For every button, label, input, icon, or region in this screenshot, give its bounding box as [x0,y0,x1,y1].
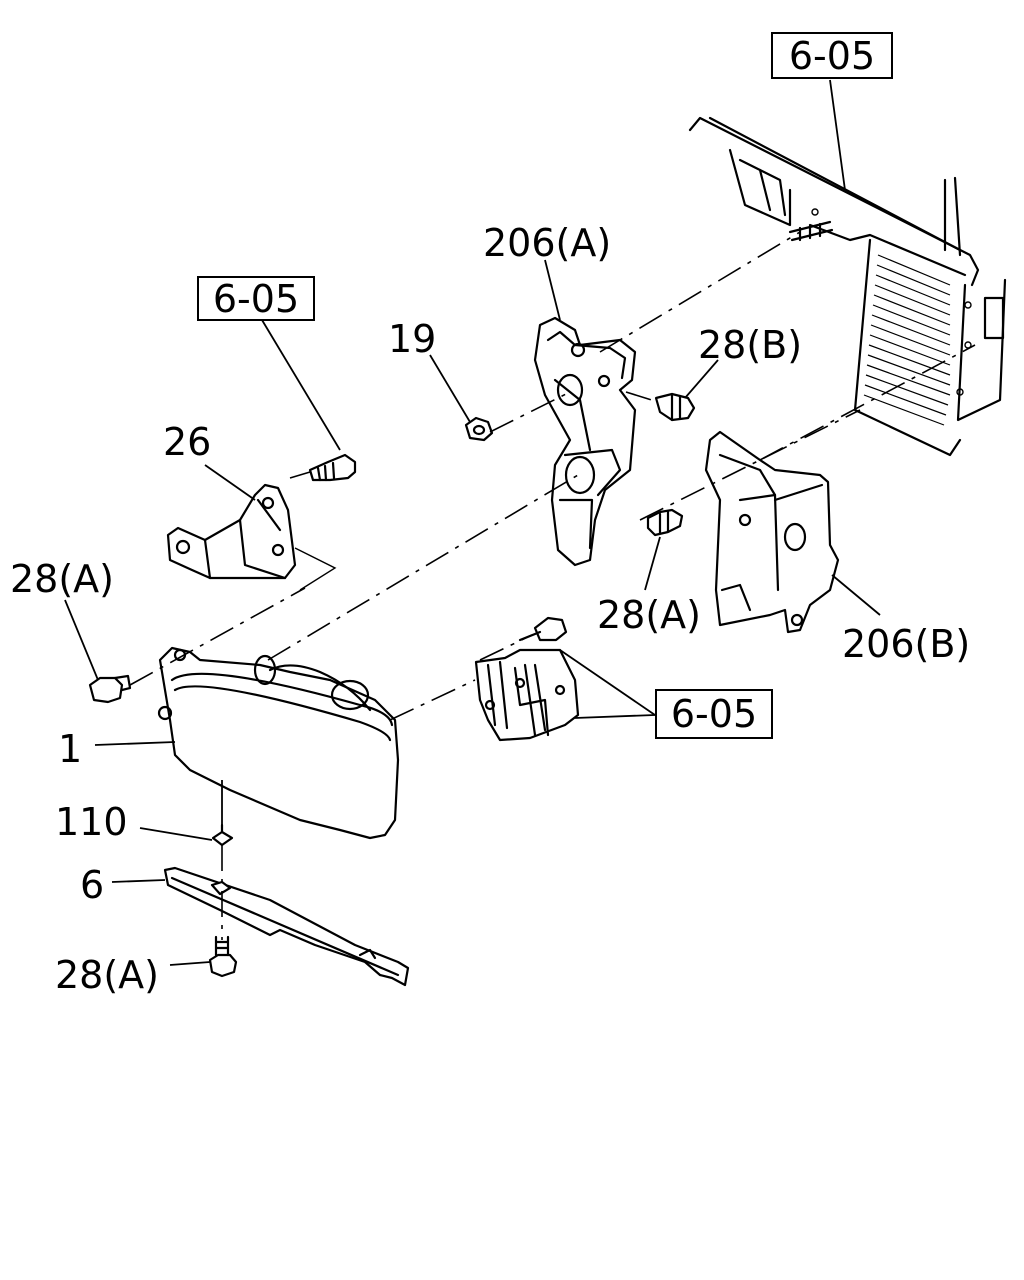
latch-assembly [474,616,580,742]
mount-strip-6 [163,866,410,987]
bolt-28a-mid [646,508,684,537]
callout-19: 19 [388,317,436,361]
callout-26: 26 [163,420,211,464]
bracket-26 [166,483,337,591]
fog-lamp-1 [157,646,400,840]
bolt-26-bracket [308,453,357,482]
callout-28a-bottom: 28(A) [55,953,159,997]
radiator-grille-hatching [863,254,951,426]
bolt-28b [654,392,696,422]
ref-label: 6-05 [789,34,875,78]
callout-206b: 206(B) [842,622,970,666]
callout-28b: 28(B) [698,323,802,367]
nut-19 [464,416,494,442]
alignment-lines [129,231,976,940]
clip-110 [211,823,234,847]
ref-box-top-right: 6-05 [771,32,893,79]
callout-28a-mid: 28(A) [597,593,701,637]
callout-110: 110 [55,800,128,844]
callout-206a: 206(A) [483,221,611,265]
bolt-28a-left [88,674,132,704]
callout-6: 6 [80,863,104,907]
callout-28a-left: 28(A) [10,557,114,601]
ref-label: 6-05 [213,277,299,321]
callout-1: 1 [58,727,82,771]
bracket-206b [704,430,840,634]
bolt-28a-bottom [208,935,238,978]
ref-box-left: 6-05 [197,276,315,321]
leader-lines [64,79,881,966]
vehicle-front-frame [688,116,1007,457]
ref-label: 6-05 [671,692,757,736]
ref-box-latch: 6-05 [655,689,773,739]
bracket-206a [533,316,637,567]
